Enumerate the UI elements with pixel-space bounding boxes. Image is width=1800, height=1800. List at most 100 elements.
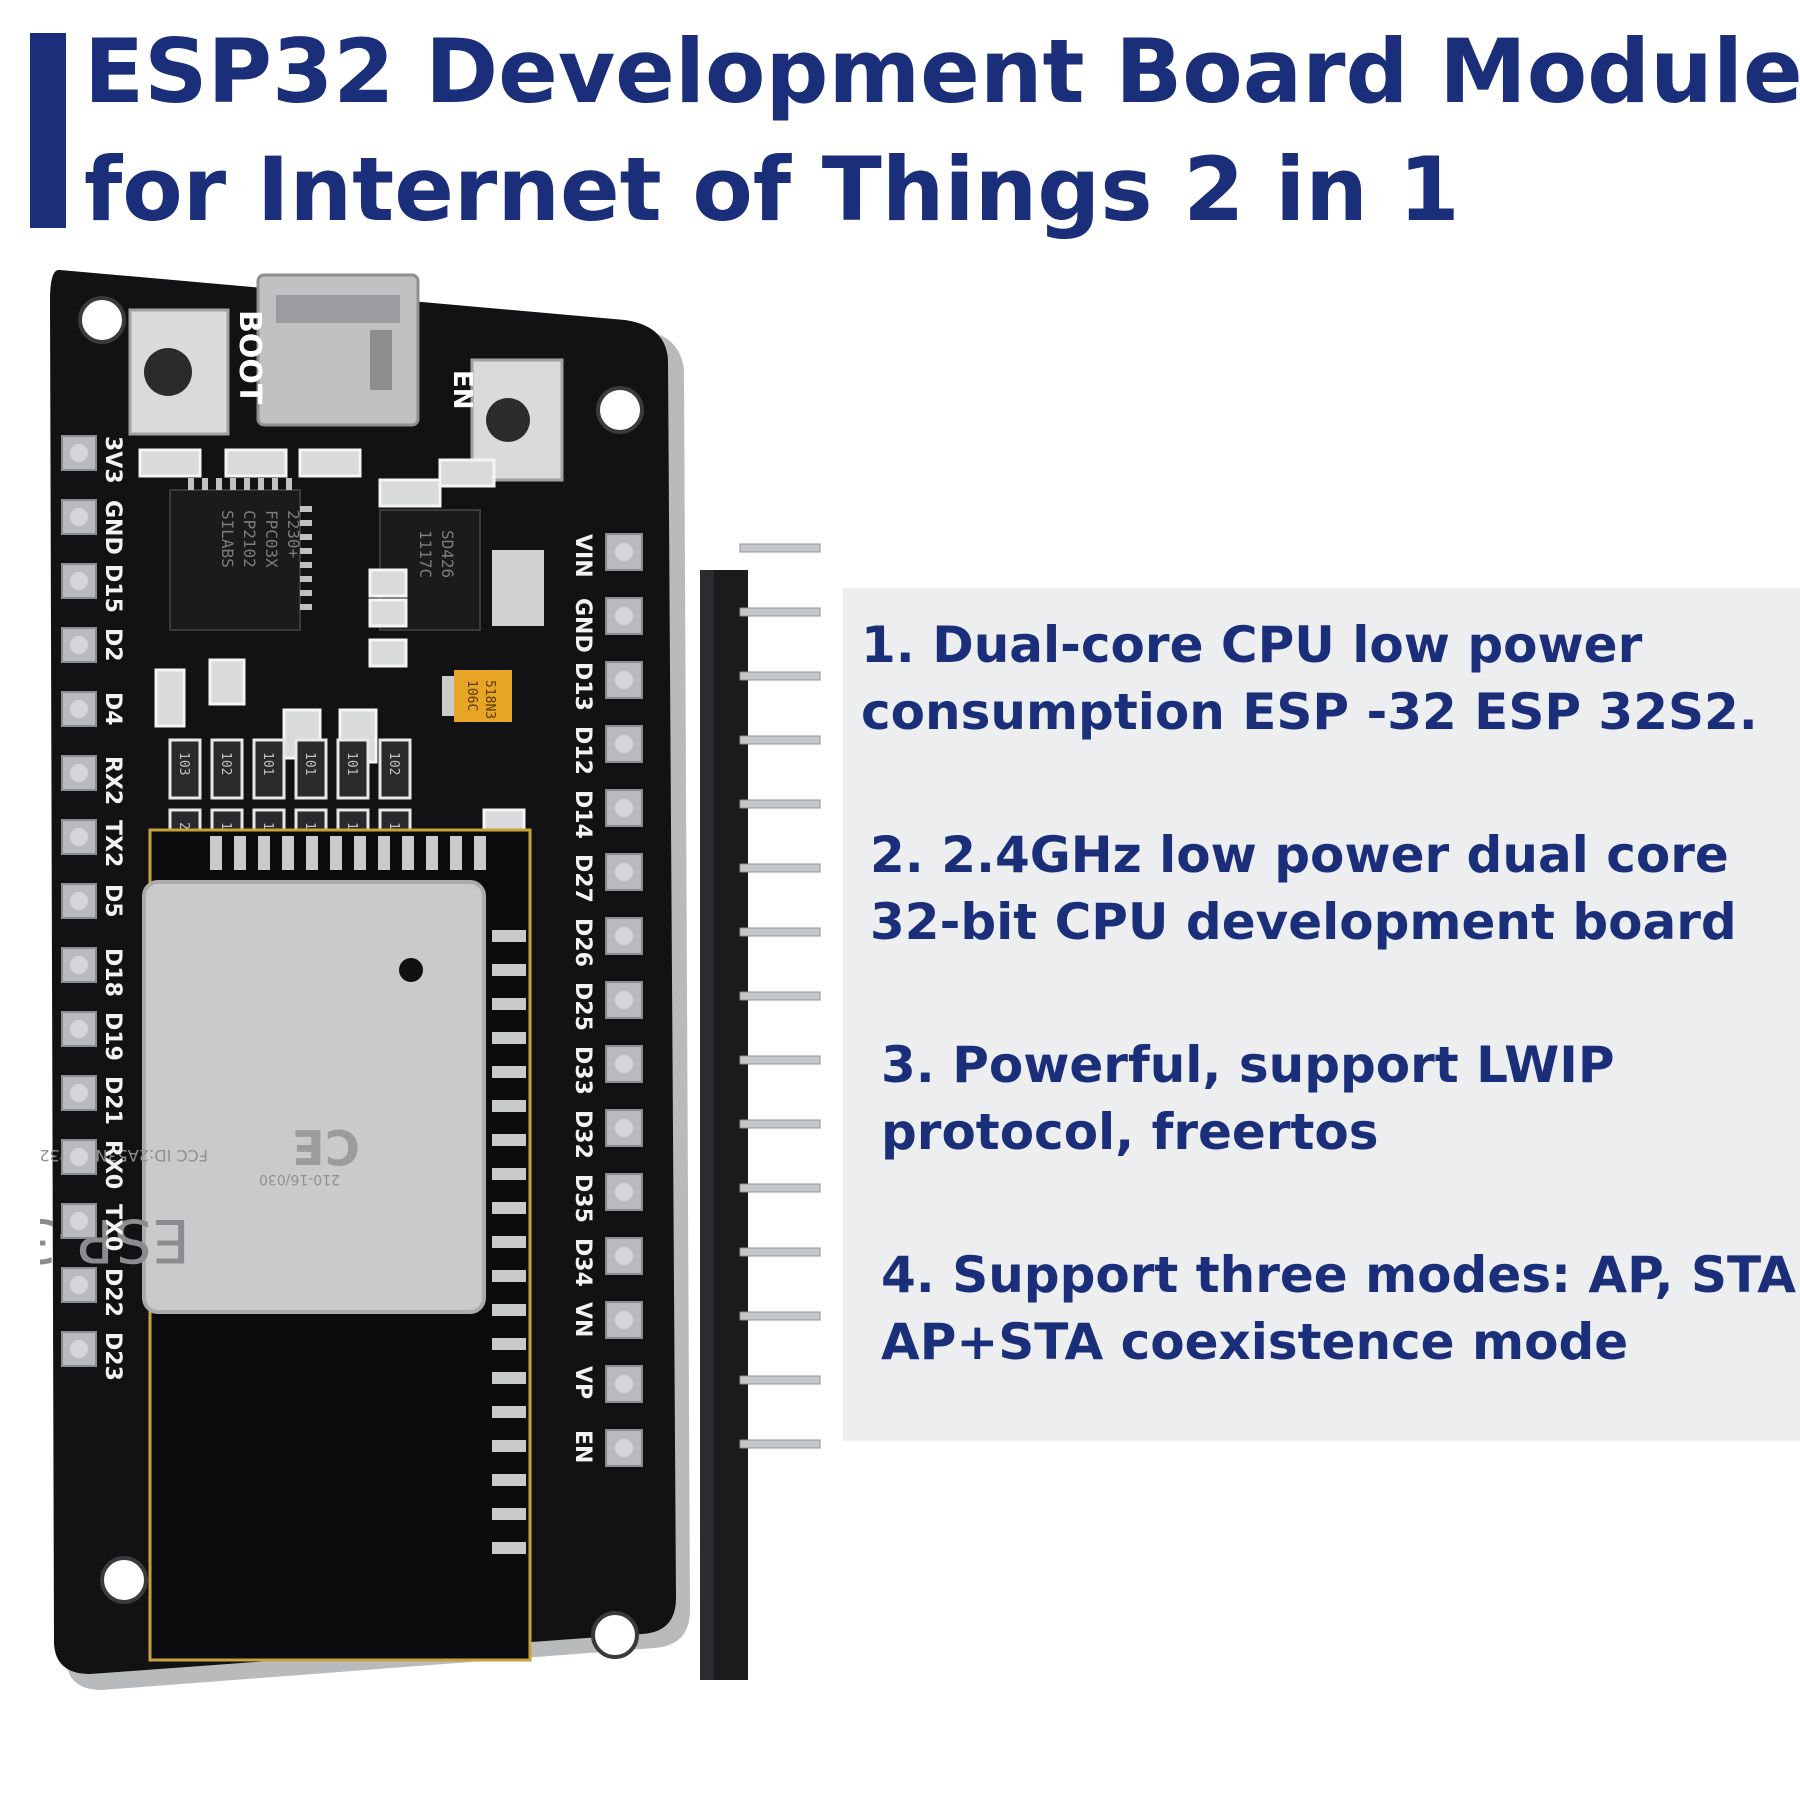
module-pad <box>492 1236 526 1248</box>
module-pad <box>426 836 438 870</box>
smd-part <box>438 458 496 488</box>
mounting-holes <box>78 296 644 1659</box>
header-pin <box>739 1183 821 1193</box>
module-pad <box>492 964 526 976</box>
module-pad <box>210 836 222 870</box>
pin-label: D25 <box>570 982 595 1031</box>
pin-label: TX2 <box>100 820 125 867</box>
chip-text-2: CP2102 <box>240 510 259 568</box>
pin-label: D4 <box>100 692 125 726</box>
resistor-code: 101 <box>260 752 275 775</box>
module-pad <box>492 1066 526 1078</box>
module-pad <box>258 836 270 870</box>
feature-4-line-1: 4. Support three modes: AP, STA <box>881 1246 1796 1304</box>
feature-3-line-2: protocol, freertos <box>881 1103 1379 1161</box>
header-pin <box>739 607 821 617</box>
smd-part <box>138 448 202 478</box>
pin-label: VP <box>570 1366 595 1399</box>
header-pin <box>739 1439 821 1449</box>
resistor-code: 102 <box>218 752 233 775</box>
header-pin <box>739 1119 821 1129</box>
module-pad <box>492 1508 526 1520</box>
resistor <box>336 738 370 800</box>
feature-panel <box>843 588 1800 1441</box>
header-pin <box>739 1375 821 1385</box>
smd-components <box>138 448 526 876</box>
esp32-module <box>142 828 532 1662</box>
header-pin <box>739 1311 821 1321</box>
module-pad <box>492 1134 526 1146</box>
resistor <box>168 738 202 800</box>
header-pin <box>739 1055 821 1065</box>
pin-label: D5 <box>100 884 125 918</box>
pin-label: D27 <box>570 854 595 903</box>
pin-label: 3V3 <box>100 436 125 484</box>
pin-label: D35 <box>570 1174 595 1223</box>
resistor-code: 102 <box>386 752 401 775</box>
module-pad <box>492 1372 526 1384</box>
header-pin <box>739 543 821 553</box>
pin-label: D13 <box>570 662 595 711</box>
pin-pad <box>61 947 97 983</box>
pin-label: EN <box>570 1430 595 1463</box>
pin-label: VN <box>570 1302 595 1337</box>
ce-mark: CE <box>292 1118 360 1174</box>
module-pad <box>492 1406 526 1418</box>
regulator-text-1: 1117C <box>416 530 435 578</box>
smd-part <box>208 658 246 706</box>
feature-2: 2. 2.4GHz low power dual core 32-bit CPU… <box>870 822 1737 956</box>
resistor <box>378 738 412 800</box>
module-pad <box>330 836 342 870</box>
smd-part <box>378 478 442 508</box>
pin-label: RX2 <box>100 756 125 805</box>
resistor <box>252 738 286 800</box>
page-title-line-1: ESP32 Development Board Module <box>84 20 1800 123</box>
header-pin <box>739 991 821 1001</box>
boot-button <box>128 308 230 436</box>
regulator-text-2: SD426 <box>438 530 457 578</box>
module-pad <box>354 836 366 870</box>
pin-label: TX0 <box>100 1204 125 1251</box>
smd-part <box>298 448 362 478</box>
pin-label: D33 <box>570 1046 595 1095</box>
pin-label: D21 <box>100 1076 125 1125</box>
pin-label: D14 <box>570 790 595 839</box>
left-pin-pads <box>61 435 97 1367</box>
pin-label: D18 <box>100 948 125 997</box>
module-pad <box>492 1270 526 1282</box>
module-pad <box>492 930 526 942</box>
header-pin <box>739 735 821 745</box>
module-pad <box>492 1542 526 1554</box>
micro-usb-connector <box>256 273 420 427</box>
resistor-code: 103 <box>176 752 191 775</box>
right-pin-pads <box>605 533 643 1467</box>
module-pad <box>492 1304 526 1316</box>
smd-part <box>368 638 408 668</box>
boot-label: BOOT <box>232 310 267 405</box>
header-pin <box>739 863 821 873</box>
resistor-code: 101 <box>344 752 359 775</box>
feature-4: 4. Support three modes: AP, STA AP+STA c… <box>881 1242 1796 1376</box>
feature-1: 1. Dual-core CPU low power consumption E… <box>861 612 1758 746</box>
pin-label: D2 <box>100 628 125 662</box>
smd-part <box>368 598 408 628</box>
pin-label: D23 <box>100 1332 125 1381</box>
pin-label: D32 <box>570 1110 595 1159</box>
header-pin <box>739 671 821 681</box>
pin-label: GND <box>100 500 125 555</box>
feature-3-line-1: 3. Powerful, support LWIP <box>881 1036 1615 1094</box>
chip-markings: SILABS CP2102 FPC03X 2230+ <box>218 510 303 568</box>
module-pad <box>492 1338 526 1350</box>
left-pin-labels: 3V3GNDD15D2D4RX2TX2D5D18D19D21RX0TX0D22D… <box>100 436 125 1381</box>
resistor <box>210 738 244 800</box>
header-pin <box>739 927 821 937</box>
module-pad <box>474 836 486 870</box>
module-pad <box>492 1440 526 1452</box>
module-pad <box>492 1100 526 1112</box>
pin-pad <box>605 533 643 571</box>
right-pin-labels: VINGNDD13D12D14D27D26D25D33D32D35D34VNVP… <box>570 534 595 1463</box>
module-pad <box>450 836 462 870</box>
module-pad <box>492 1474 526 1486</box>
module-shield <box>142 880 486 1314</box>
esp32-board-image: BOOT EN SILABS CP2102 FPC03X 2230+ 1117C… <box>0 269 830 1691</box>
